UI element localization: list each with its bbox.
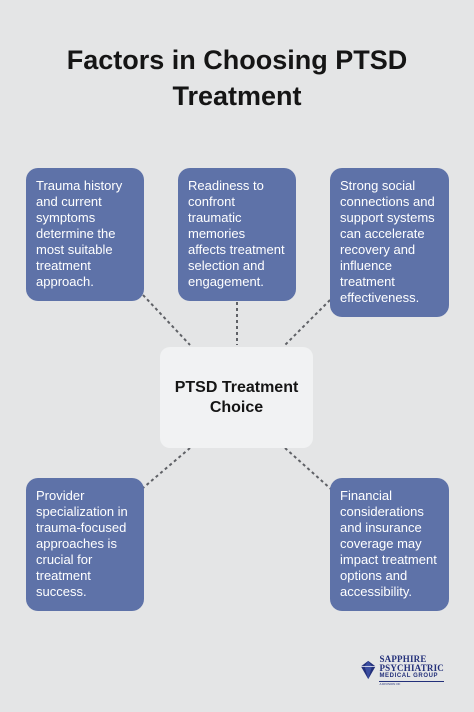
factor-text: Trauma history and current symptoms dete…	[36, 178, 123, 289]
title-line-1: Factors in Choosing PTSD	[66, 45, 408, 75]
factor-card-financial: Financial considerations and insurance c…	[330, 478, 449, 611]
title-line-2: Treatment	[172, 81, 302, 111]
connector-bottom-right	[284, 447, 333, 491]
center-node: PTSD Treatment Choice	[160, 347, 313, 448]
factor-text: Strong social connections and support sy…	[340, 178, 435, 305]
connector-top-right	[284, 299, 331, 346]
company-logo: SAPPHIRE PSYCHIATRIC MEDICAL GROUP A DIV…	[360, 654, 444, 686]
diagram-title: Factors in Choosing PTSD Treatment	[0, 42, 474, 114]
factor-card-provider-specialization: Provider specialization in trauma-focuse…	[26, 478, 144, 611]
factor-text: Provider specialization in trauma-focuse…	[36, 488, 128, 599]
sapphire-gem-icon	[360, 660, 376, 680]
logo-line-2: PSYCHIATRIC	[379, 662, 444, 673]
factor-card-readiness: Readiness to confront traumatic memories…	[178, 168, 296, 301]
logo-tagline: A DIVISION OF	[379, 680, 444, 686]
center-label: PTSD Treatment Choice	[174, 378, 299, 416]
factor-card-social-support: Strong social connections and support sy…	[330, 168, 449, 317]
logo-wordmark: SAPPHIRE PSYCHIATRIC MEDICAL GROUP A DIV…	[379, 653, 444, 686]
connector-bottom-left	[142, 447, 191, 489]
logo-line-1: SAPPHIRE	[379, 653, 427, 664]
factor-card-trauma-history: Trauma history and current symptoms dete…	[26, 168, 144, 301]
factor-text: Readiness to confront traumatic memories…	[188, 178, 285, 289]
logo-line-3: MEDICAL GROUP	[379, 672, 439, 679]
factor-text: Financial considerations and insurance c…	[340, 488, 437, 599]
connector-top-left	[142, 294, 191, 346]
